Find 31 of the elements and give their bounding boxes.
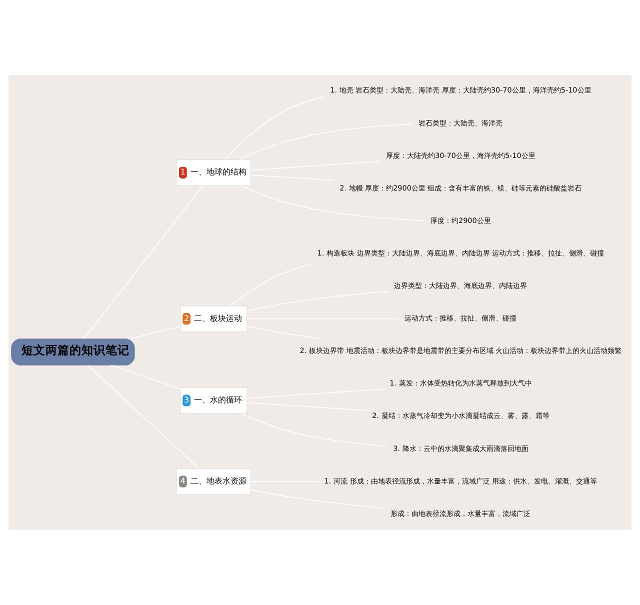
connector [87, 364, 200, 469]
connector [246, 326, 320, 339]
connector [240, 413, 388, 447]
node-text: 形成：由地表径流形成，水量丰富，流域广泛 [390, 508, 531, 518]
node-text: 运动方式：推移、拉扯、侧滑、碰撞 [404, 314, 517, 323]
connector [246, 290, 388, 312]
connector [110, 364, 181, 390]
node-text: 边界类型：大陆边界、海底边界、内陆边界 [394, 281, 528, 290]
node-text: 岩石类型：大陆壳、海洋壳 [418, 118, 503, 128]
connector [230, 264, 311, 306]
connector [84, 185, 204, 340]
connector [128, 326, 181, 340]
connector [250, 489, 384, 509]
node-box: 短文两篇的知识笔记 [11, 338, 135, 366]
connector [246, 402, 366, 411]
node-text: 2. 地幔 厚度：约2900公里 组成：含有丰富的铁、镁、硅等元素的硅酸盐岩石 [340, 183, 582, 192]
connector [240, 185, 426, 221]
connector [246, 388, 384, 399]
node-text: 厚度：大陆壳约30-70公里，海洋壳约5-10公里 [386, 150, 536, 160]
connector [239, 124, 413, 160]
node-text: 3. 降水：云中的水滴聚集成大雨滴落回地面 [393, 444, 528, 453]
connector [224, 96, 325, 160]
node-text: 2. 板块边界带 地震活动：板块边界带是地震带的主要分布区域 火山活动：板块边界带上的火山活动频繁 [300, 346, 622, 356]
node-text: 1. 蒸发：水体受热转化为水蒸气释放到大气中 [390, 378, 532, 388]
node-text: 1. 地壳 岩石类型：大陆壳、海洋壳 厚度：大陆壳约30-70公里，海洋壳约5-10公里 [330, 86, 592, 95]
node-text: 1. 河流 形成：由地表径流形成，水量丰富，流域广泛 用途：供水、发电、灌溉、交通等 [324, 476, 598, 486]
connector [250, 160, 381, 171]
node-text: 2. 凝结：水蒸气冷却变为小水滴凝结成云、雾、露、霜等 [372, 411, 550, 420]
node-text: 厚度：约2900公里 [430, 216, 491, 225]
connector [250, 174, 334, 181]
node-text: 1. 构造板块 边界类型：大陆边界、海底边界、内陆边界 运动方式：推移、拉扯、侧滑、碰撞 [317, 248, 604, 258]
